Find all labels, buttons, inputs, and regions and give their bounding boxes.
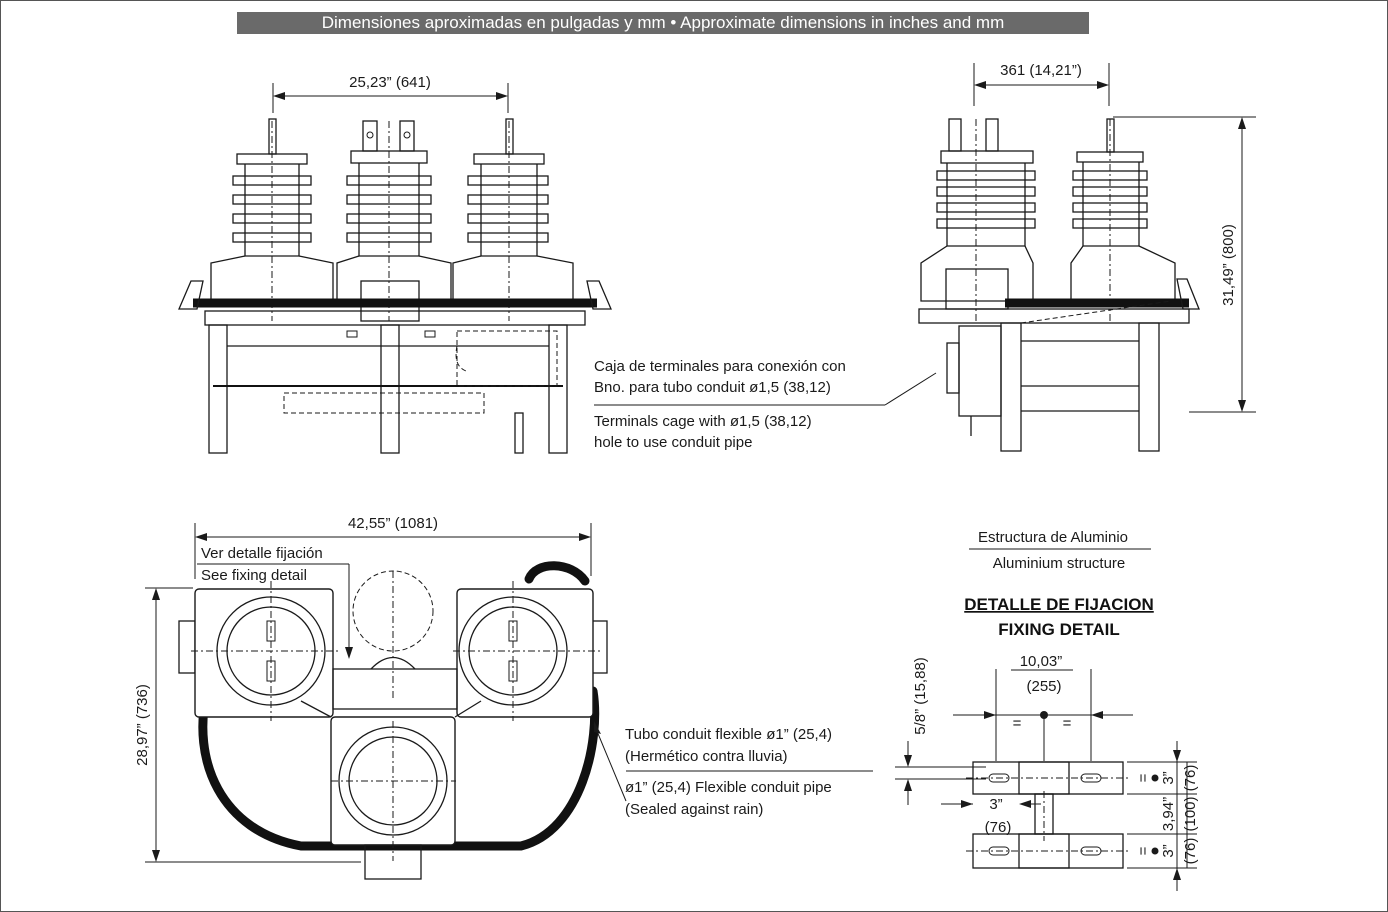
fixing-gap-in: 3”	[989, 796, 1002, 813]
fixing-title-en: FIXING DETAIL	[998, 620, 1120, 639]
conduit-note-en-1: ø1” (25,4) Flexible conduit pipe	[625, 779, 832, 796]
slot-dimension: 5/8” (15,88)	[912, 657, 929, 735]
header-banner: Dimensiones aproximadas en pulgadas y mm…	[237, 12, 1089, 34]
side-top-dimension: 361 (14,21”)	[1000, 62, 1082, 79]
upper-beam-height-in: 3”	[1160, 771, 1177, 784]
fixing-note-es: Ver detalle fijación	[201, 545, 323, 562]
front-view: 25,23” (641)	[178, 74, 612, 454]
fixing-detail: Estructura de Aluminio Aluminium structu…	[895, 529, 1199, 891]
fixing-note-en: See fixing detail	[201, 567, 307, 584]
terminal-box-note-en-2: hole to use conduit pipe	[594, 434, 752, 451]
top-width-dimension: 42,55” (1081)	[348, 515, 438, 532]
fixing-width-mm: (255)	[1026, 678, 1061, 695]
insulator-middle	[336, 120, 452, 322]
insulator-left	[210, 118, 334, 321]
fixing-width-in: 10,03”	[1020, 653, 1063, 670]
equal-mark-right: =	[1063, 715, 1072, 732]
terminal-box-note-en-1: Terminals cage with ø1,5 (38,12)	[594, 413, 812, 430]
front-width-dimension: 25,23” (641)	[349, 74, 431, 91]
lower-beam-height-mm: (76)	[1182, 838, 1199, 865]
lower-beam-height-in: 3”	[1160, 844, 1177, 857]
top-depth-dimension: 28,97” (736)	[134, 684, 151, 766]
side-height-dimension: 31,49” (800)	[1220, 224, 1237, 306]
upper-beam-height-mm: (76)	[1182, 765, 1199, 792]
side-view: 361 (14,21”) 31,49” (800)	[918, 62, 1256, 452]
insulator-right	[452, 118, 574, 321]
equal-mark-left: =	[1013, 715, 1022, 732]
fixing-title-es: DETALLE DE FIJACION	[964, 595, 1154, 614]
top-view: 42,55” (1081) 28,97” (736) Ver detalle f…	[134, 515, 608, 880]
conduit-note-en-2: (Sealed against rain)	[625, 801, 763, 818]
terminal-box-note-es-1: Caja de terminales para conexión con	[594, 358, 846, 375]
equal-mark-upper: =	[1135, 773, 1152, 782]
beam-spacing-in: 3,94”	[1160, 797, 1177, 831]
equal-mark-lower: =	[1135, 846, 1152, 855]
fixing-gap-mm: (76)	[985, 819, 1012, 836]
conduit-note-es-2: (Hermético contra lluvia)	[625, 748, 788, 765]
beam-spacing-mm: (100)	[1182, 796, 1199, 831]
conduit-note-es-1: Tubo conduit flexible ø1” (25,4)	[625, 726, 832, 743]
structure-label-es: Estructura de Aluminio	[978, 529, 1128, 546]
structure-label-en: Aluminium structure	[993, 555, 1126, 572]
terminal-box-note-es-2: Bno. para tubo conduit ø1,5 (38,12)	[594, 379, 831, 396]
